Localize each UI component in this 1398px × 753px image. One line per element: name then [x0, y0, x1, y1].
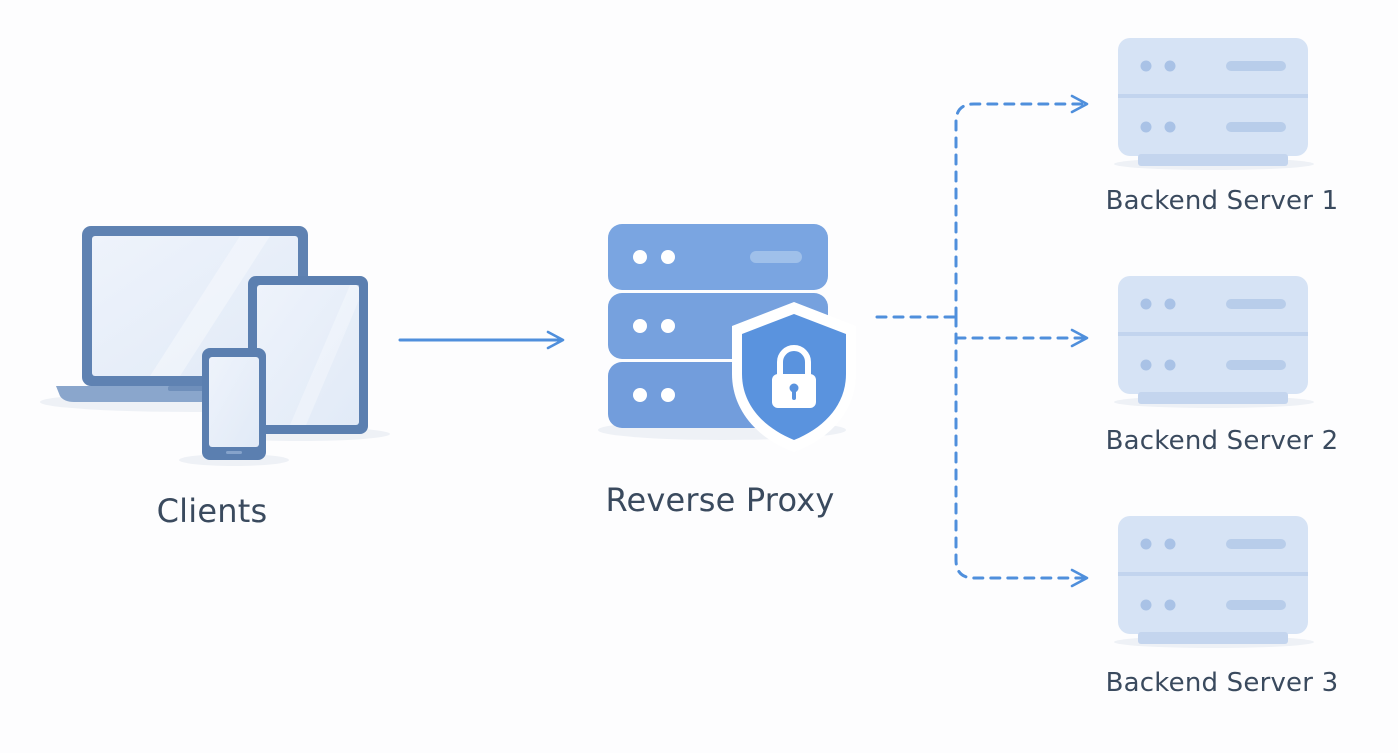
phone-icon: [202, 348, 266, 460]
backend-server-1-label: Backend Server 1: [1105, 186, 1339, 216]
backend-server-2-icon: [1114, 276, 1314, 408]
backend-server-3-label: Backend Server 3: [1105, 668, 1339, 698]
connector-to-backend-1: [954, 94, 1089, 319]
reverse-proxy-label: Reverse Proxy: [605, 481, 835, 519]
shield-lock-icon: [732, 302, 856, 452]
backend-server-1-icon: [1114, 38, 1314, 170]
backend-server-3-icon: [1114, 516, 1314, 648]
connector-to-backend-3: [954, 315, 1089, 588]
backend-server-2-label: Backend Server 2: [1105, 426, 1339, 456]
tablet-icon: [248, 276, 368, 434]
proxy-to-backends-connector: [875, 94, 1089, 588]
clients-label: Clients: [156, 492, 268, 530]
client-devices-icon: [40, 226, 390, 466]
